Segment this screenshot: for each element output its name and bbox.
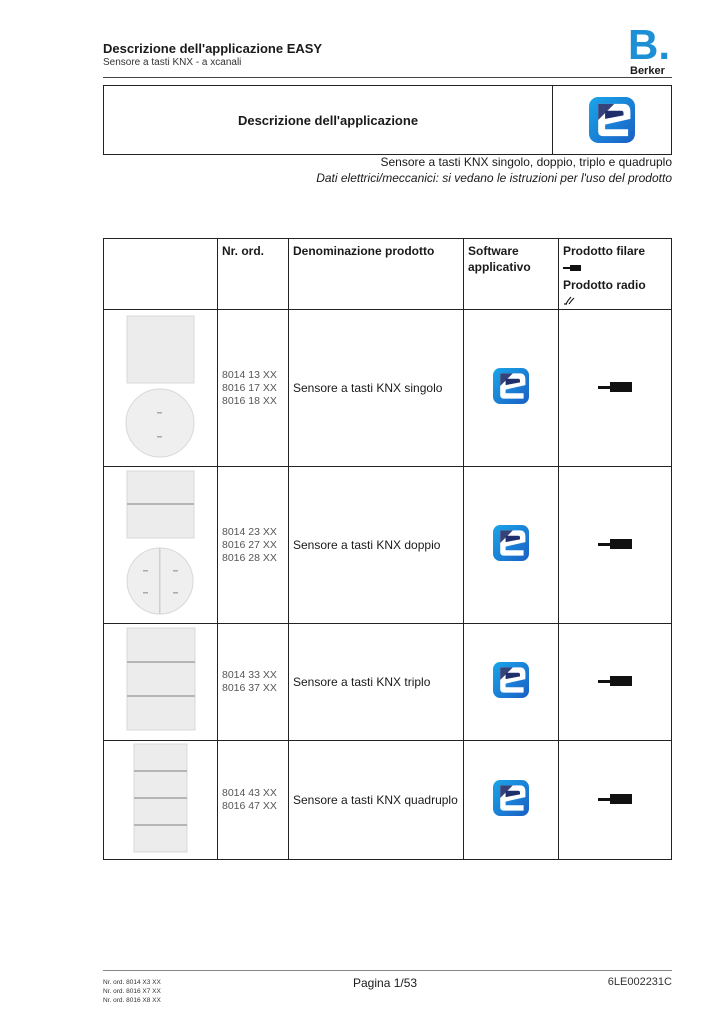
- software-cell: [463, 740, 559, 860]
- title-box: Descrizione dell'applicazione: [103, 85, 672, 155]
- header-software: Software applicativo: [463, 238, 559, 310]
- easy-app-logo-icon: [493, 662, 529, 698]
- brand-name: Berker: [630, 65, 665, 77]
- product-type-cell: [558, 466, 672, 624]
- order-number: 8016 37 XX: [222, 682, 277, 694]
- wired-icon: [598, 382, 632, 392]
- product-image-single: [125, 315, 194, 457]
- header-nr-ord: Nr. ord.: [217, 238, 289, 310]
- order-number: 8014 13 XX: [222, 368, 277, 381]
- software-cell: [463, 466, 559, 624]
- footer-order-numbers: Nr. ord. 8014 X3 XX Nr. ord. 8016 X7 XX …: [103, 978, 161, 1005]
- order-number: 8014 23 XX: [222, 525, 277, 538]
- software-cell: [463, 309, 559, 467]
- product-type-cell: [558, 740, 672, 860]
- easy-app-logo-icon: [589, 97, 635, 143]
- order-number: 8014 33 XX: [222, 669, 277, 681]
- product-name: Sensore a tasti KNX doppio: [288, 466, 464, 624]
- product-image-quadruple: [133, 743, 187, 852]
- order-number: 8016 17 XX: [222, 381, 277, 394]
- table-row: 8014 33 XX 8016 37 XX Sensore a tasti KN…: [103, 623, 672, 741]
- product-type-cell: [558, 623, 672, 741]
- footer-order-number: Nr. ord. 8016 X7 XX: [103, 988, 161, 995]
- footer-order-number: Nr. ord. 8014 X3 XX: [103, 979, 161, 986]
- product-image-cell: [103, 623, 218, 741]
- brand-letter: B.: [628, 21, 670, 68]
- easy-app-logo-icon: [493, 780, 529, 816]
- wired-icon: [598, 539, 632, 549]
- software-cell: [463, 623, 559, 741]
- order-numbers: 8014 33 XX 8016 37 XX: [217, 623, 289, 741]
- order-number: 8016 18 XX: [222, 394, 277, 407]
- section-title: Descrizione dell'applicazione: [104, 86, 553, 154]
- intro-line-2: Dati elettrici/meccanici: si vedano le i…: [316, 171, 672, 185]
- order-numbers: 8014 43 XX 8016 47 XX: [217, 740, 289, 860]
- header-product-type: Prodotto filare Prodotto radio: [558, 238, 672, 310]
- table-row: 8014 23 XX 8016 27 XX 8016 28 XX Sensore…: [103, 466, 672, 624]
- product-table: Nr. ord. Denominazione prodotto Software…: [103, 238, 672, 860]
- product-name: Sensore a tasti KNX quadruplo: [288, 740, 464, 860]
- header-product-name: Denominazione prodotto: [288, 238, 464, 310]
- document-subtitle: Sensore a tasti KNX - a xcanali: [103, 57, 242, 68]
- product-image-cell: [103, 740, 218, 860]
- order-number: 8016 27 XX: [222, 538, 277, 551]
- header-divider: [103, 77, 672, 78]
- easy-app-logo-icon: [493, 525, 529, 561]
- product-image-cell: [103, 466, 218, 624]
- header-radio: Prodotto radio: [563, 278, 646, 292]
- product-image-cell: [103, 309, 218, 467]
- berker-logo: B. Berker: [628, 24, 674, 78]
- easy-app-logo-icon: [493, 368, 529, 404]
- document-title: Descrizione dell'applicazione EASY: [103, 41, 323, 56]
- wired-icon: [598, 794, 632, 804]
- radio-wave-icon: [564, 296, 575, 305]
- document-code: 6LE002231C: [607, 976, 672, 988]
- table-row: 8014 43 XX 8016 47 XX Sensore a tasti KN…: [103, 740, 672, 860]
- title-logo-cell: [553, 86, 671, 154]
- order-number: 8014 43 XX: [222, 787, 277, 799]
- intro-line-1: Sensore a tasti KNX singolo, doppio, tri…: [380, 155, 672, 169]
- product-image-triple: [126, 627, 195, 730]
- product-type-cell: [558, 309, 672, 467]
- table-row: 8014 13 XX 8016 17 XX 8016 18 XX Sensore…: [103, 309, 672, 467]
- footer-order-number: Nr. ord. 8016 X8 XX: [103, 997, 161, 1004]
- footer-divider: [103, 970, 672, 971]
- table-header-row: Nr. ord. Denominazione prodotto Software…: [103, 238, 672, 310]
- product-image-double: [126, 470, 194, 614]
- page-number: Pagina 1/53: [353, 976, 418, 990]
- order-numbers: 8014 23 XX 8016 27 XX 8016 28 XX: [217, 466, 289, 624]
- order-number: 8016 28 XX: [222, 551, 277, 564]
- header-image-cell: [103, 238, 218, 310]
- product-name: Sensore a tasti KNX singolo: [288, 309, 464, 467]
- wired-icon: [563, 265, 581, 271]
- header-wired: Prodotto filare: [563, 244, 646, 258]
- order-numbers: 8014 13 XX 8016 17 XX 8016 18 XX: [217, 309, 289, 467]
- product-name: Sensore a tasti KNX triplo: [288, 623, 464, 741]
- wired-icon: [598, 676, 632, 686]
- order-number: 8016 47 XX: [222, 800, 277, 812]
